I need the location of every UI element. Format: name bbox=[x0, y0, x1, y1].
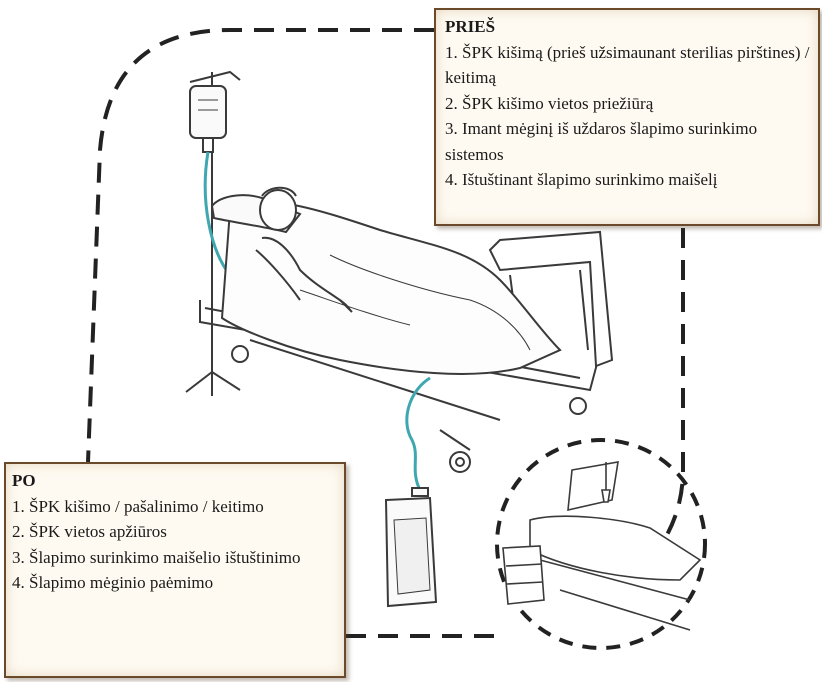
before-item-4: 4. Ištuštinant šlapimo surinkimo maišelį bbox=[445, 170, 718, 189]
before-callout-title: PRIEŠ bbox=[445, 17, 496, 36]
catheter-tubing bbox=[405, 376, 431, 491]
before-callout-box: PRIEŠ 1. ŠPK kišimą (prieš užsimaunant s… bbox=[434, 8, 820, 226]
after-item-3: 3. Šlapimo surinkimo maišelio ištuštinim… bbox=[12, 547, 301, 567]
after-callout-list: 1. ŠPK kišimo / pašalinimo / keitimo 2. … bbox=[12, 494, 338, 596]
before-item-2: 2. ŠPK kišimo vietos priežiūrą bbox=[445, 93, 654, 113]
after-callout-box: PO 1. ŠPK kišimo / pašalinimo / keitimo … bbox=[4, 462, 346, 678]
patient-icon bbox=[210, 186, 353, 313]
bed-surroundings-inset bbox=[495, 438, 707, 650]
before-callout-list: 1. ŠPK kišimą (prieš užsimaunant sterili… bbox=[445, 40, 812, 193]
bedside-cabinet-icon bbox=[502, 545, 545, 605]
patient-zone-dashed-outline-right bbox=[648, 228, 685, 562]
iv-bag-icon bbox=[189, 85, 227, 153]
after-item-2: 2. ŠPK vietos apžiūros bbox=[12, 522, 167, 541]
hospital-bed-icon bbox=[199, 200, 614, 473]
before-item-1: 1. ŠPK kišimą (prieš užsimaunant sterili… bbox=[445, 42, 810, 88]
after-item-4: 4. Šlapimo mėginio paėmimo bbox=[12, 573, 214, 592]
urine-bag-icon bbox=[384, 487, 438, 608]
after-item-1: 1. ŠPK kišimo / pašalinimo / keitimo bbox=[12, 496, 264, 516]
after-callout-title: PO bbox=[12, 471, 36, 490]
before-item-3: 3. Imant mėginį iš uždaros šlapimo surin… bbox=[445, 119, 758, 164]
patient-zone-dashed-outline bbox=[86, 28, 434, 463]
